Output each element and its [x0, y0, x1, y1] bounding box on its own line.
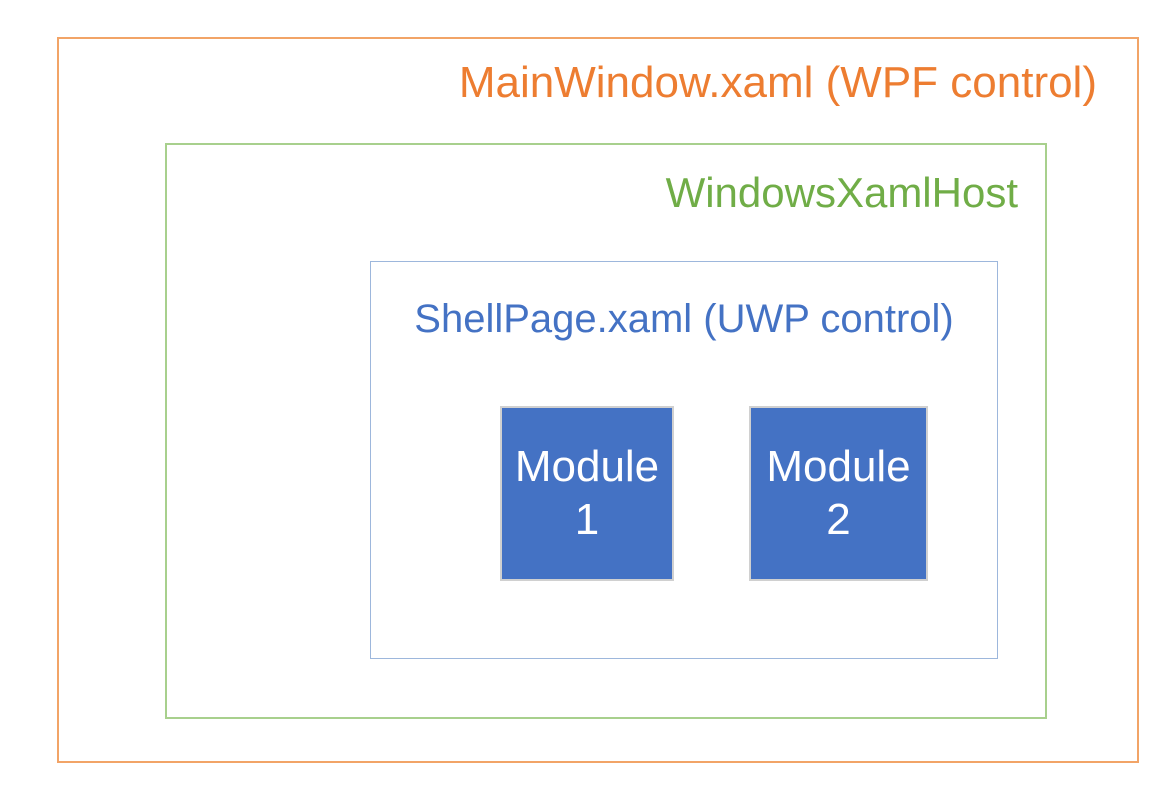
- module-1-block: Module 1: [500, 406, 674, 581]
- mainwindow-wpf-label: MainWindow.xaml (WPF control): [458, 58, 1097, 107]
- module-2-label: Module 2: [766, 441, 911, 544]
- module-1-label: Module 1: [514, 441, 660, 544]
- mainwindow-wpf-box: MainWindow.xaml (WPF control) WindowsXam…: [57, 37, 1139, 763]
- shellpage-uwp-label: ShellPage.xaml (UWP control): [414, 297, 954, 341]
- windowsxamlhost-box: WindowsXamlHost ShellPage.xaml (UWP cont…: [165, 143, 1047, 719]
- module-2-block: Module 2: [749, 406, 928, 581]
- shellpage-uwp-box: ShellPage.xaml (UWP control) Module 1 Mo…: [370, 261, 998, 659]
- windowsxamlhost-label: WindowsXamlHost: [665, 169, 1018, 216]
